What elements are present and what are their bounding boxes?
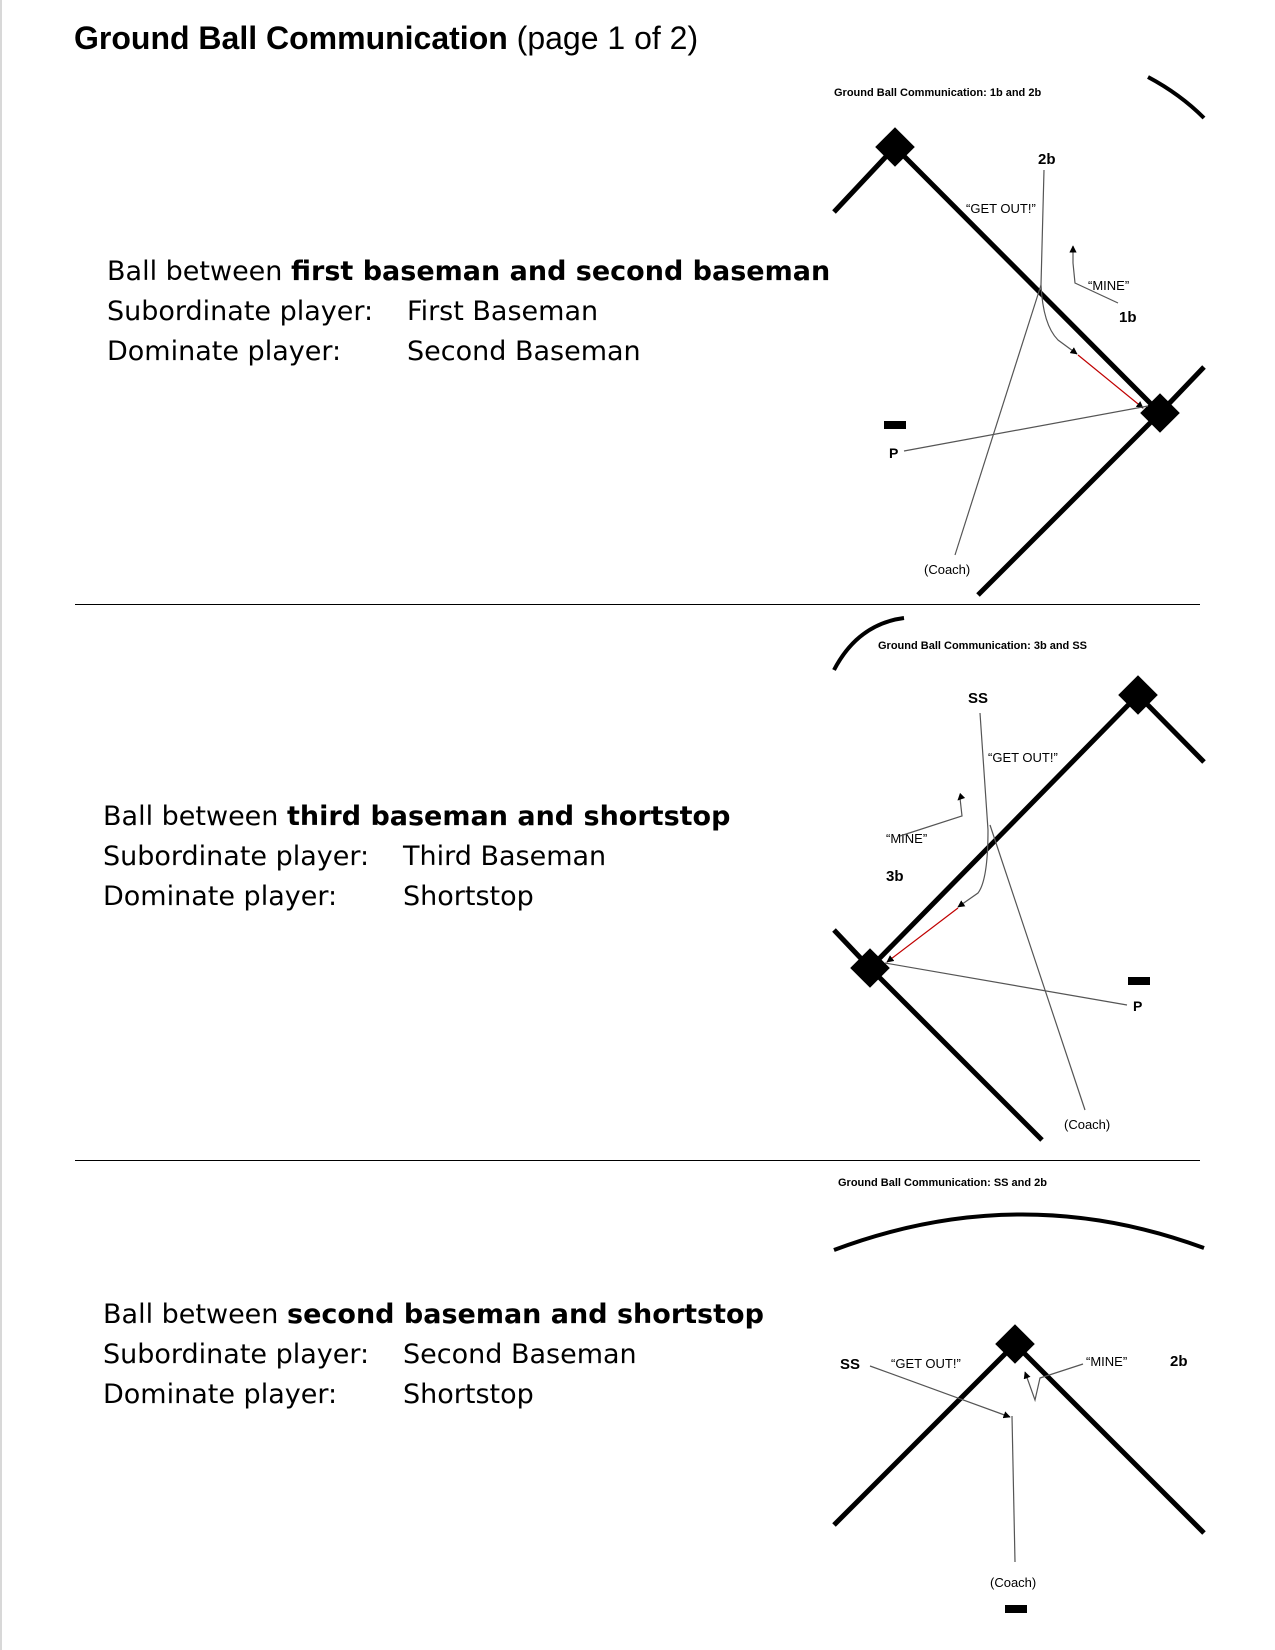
- call-get-out: “GET OUT!”: [891, 1356, 961, 1371]
- baseline: [1136, 693, 1206, 764]
- second-base: [995, 1324, 1035, 1364]
- section-3-subordinate: Subordinate player:Second Baseman: [103, 1339, 637, 1370]
- pitcher-rubber: [884, 421, 906, 429]
- label-pitcher: P: [1133, 998, 1142, 1014]
- label-ss: SS: [968, 690, 988, 707]
- second-base: [1118, 675, 1158, 715]
- ss-path-arrow: [957, 712, 989, 908]
- page-title-suffix: (page 1 of 2): [516, 20, 699, 56]
- section-1-text: Ball between first baseman and second ba…: [107, 252, 830, 372]
- section-1-subordinate: Subordinate player:First Baseman: [107, 296, 599, 327]
- diagram-ss-2b: Ground Ball Communication: SS and 2b SS …: [832, 1177, 1206, 1613]
- section-2-heading: Ball between third baseman and shortstop: [103, 801, 731, 832]
- section-divider-2: [75, 1160, 1200, 1161]
- throw-line: [886, 907, 959, 963]
- section-2-dominate: Dominate player:Shortstop: [103, 881, 534, 912]
- section-3-dominate: Dominate player:Shortstop: [103, 1379, 534, 1410]
- section-3-heading: Ball between second baseman and shortsto…: [103, 1299, 764, 1330]
- diagram-1b-2b: Ground Ball Communication: 1b and 2b 2b …: [832, 75, 1206, 597]
- label-pitcher: P: [889, 445, 898, 461]
- pitcher-rubber: [1128, 977, 1150, 985]
- pitcher-rubber: [1005, 1605, 1027, 1613]
- outfield-arc: [832, 616, 905, 671]
- 2b-retreat-arrow: [1023, 1363, 1084, 1403]
- diagram-2-title: Ground Ball Communication: 3b and SS: [878, 640, 1087, 652]
- label-coach: (Coach): [924, 562, 970, 577]
- baseline: [868, 693, 1140, 970]
- baseline: [832, 145, 897, 214]
- call-get-out: “GET OUT!”: [988, 750, 1058, 765]
- baseline: [976, 411, 1162, 597]
- section-1-dominate: Dominate player:Second Baseman: [107, 336, 641, 367]
- ss-path-arrow: [869, 1365, 1011, 1419]
- pitcher-sightline: [903, 405, 1149, 452]
- label-2b: 2b: [1170, 1353, 1188, 1370]
- diagram-3b-ss: Ground Ball Communication: 3b and SS SS …: [832, 616, 1206, 1142]
- pitcher-sightline: [884, 962, 1128, 1006]
- label-ss: SS: [840, 1356, 860, 1373]
- outfield-arc: [1147, 75, 1206, 120]
- baseline: [1013, 1342, 1206, 1535]
- call-get-out: “GET OUT!”: [966, 201, 1036, 216]
- call-mine: “MINE”: [1086, 1354, 1127, 1369]
- section-2-text: Ball between third baseman and shortstop…: [103, 797, 730, 917]
- throw-line: [1077, 354, 1144, 409]
- call-mine: “MINE”: [1088, 278, 1129, 293]
- baseline: [868, 966, 1044, 1142]
- page-title: Ground Ball Communication (page 1 of 2): [74, 20, 698, 57]
- coach-sightline: [989, 824, 1086, 1111]
- page-title-main: Ground Ball Communication: [74, 20, 508, 56]
- baseline: [832, 1342, 1017, 1527]
- section-3-text: Ball between second baseman and shortsto…: [103, 1295, 764, 1415]
- coach-sightline: [954, 284, 1042, 556]
- call-mine: “MINE”: [886, 831, 927, 846]
- diagram-1-title: Ground Ball Communication: 1b and 2b: [834, 87, 1041, 99]
- third-base: [850, 948, 890, 988]
- label-1b: 1b: [1119, 309, 1137, 326]
- section-divider-1: [75, 604, 1200, 605]
- section-2-subordinate: Subordinate player:Third Baseman: [103, 841, 607, 872]
- label-coach: (Coach): [990, 1575, 1036, 1590]
- diagram-3-title: Ground Ball Communication: SS and 2b: [838, 1177, 1047, 1189]
- second-base: [875, 127, 915, 167]
- 3b-retreat-arrow: [899, 792, 966, 837]
- label-3b: 3b: [886, 868, 904, 885]
- baseline: [893, 145, 1162, 415]
- page-edge: [0, 0, 2, 1650]
- label-coach: (Coach): [1064, 1117, 1110, 1132]
- coach-sightline: [1011, 1415, 1016, 1563]
- 1b-retreat-arrow: [1069, 245, 1119, 304]
- section-1-heading: Ball between first baseman and second ba…: [107, 256, 831, 287]
- label-2b: 2b: [1038, 151, 1056, 168]
- outfield-arc: [833, 1212, 1205, 1252]
